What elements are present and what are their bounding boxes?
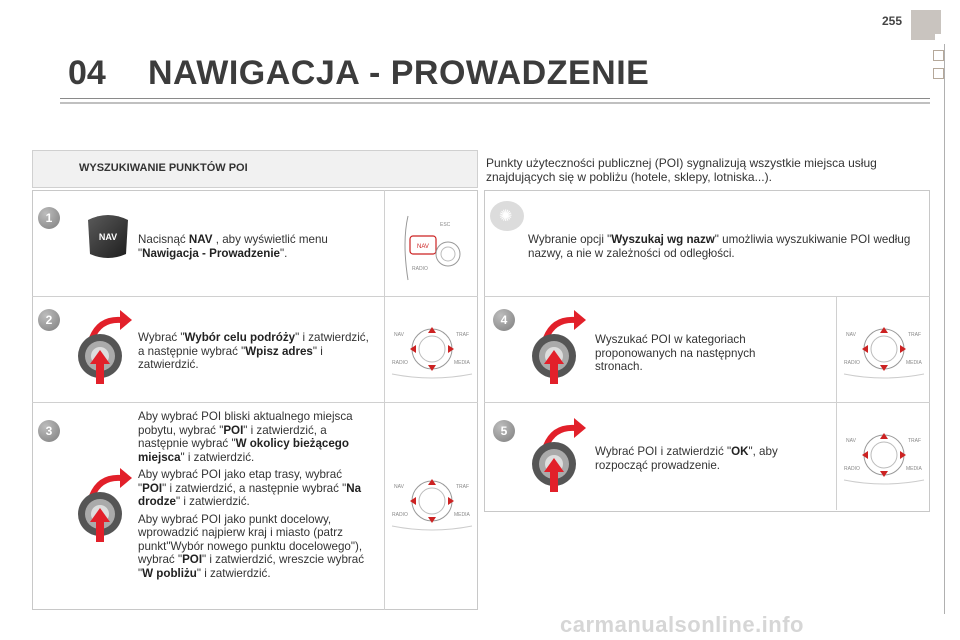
step-3-paragraph-3: Aby wybrać POI jako punkt docelowy, wpro… [138,512,365,580]
rotary-knob-icon [532,418,586,492]
intro-text: Punkty użyteczności publicznej (POI) syg… [486,156,877,184]
svg-text:RADIO: RADIO [392,360,408,366]
side-square-2 [933,68,944,79]
step-badge-2: 2 [38,309,60,331]
header-rule-top [60,98,930,99]
rotary-knob-icon [78,468,132,542]
section-header: WYSZUKIWANIE PUNKTÓW POI [32,150,478,188]
svg-text:MEDIA: MEDIA [454,512,471,518]
step-badge-5: 5 [493,420,515,442]
step-text-4: Wyszukać POI w kategoriach proponowanych… [595,333,756,373]
step-text-5: Wybrać POI i zatwierdzić "OK", aby rozpo… [595,445,778,472]
svg-text:TRAF: TRAF [456,484,469,490]
side-rule [944,44,945,614]
side-square-1 [933,50,944,61]
console-knob-thumbnail: NAV TRAF RADIO MEDIA [391,327,473,379]
left-image-column-divider [384,190,385,610]
nav-button-icon: NAV [88,215,128,258]
right-row-divider-1 [484,296,930,297]
corner-marker [935,34,943,42]
step-text-1: Nacisnąć NAV , aby wyświetlić menu "Nawi… [138,233,328,260]
svg-text:RADIO: RADIO [844,360,860,366]
step-badge-4: 4 [493,309,515,331]
lightbulb-icon: ✺ [490,201,524,231]
row-divider-2 [32,402,478,403]
console-knob-thumbnail: NAV TRAF RADIO MEDIA [391,479,473,531]
rotary-knob-icon [78,310,132,384]
svg-text:TRAF: TRAF [456,332,469,338]
nav-console-thumbnail: NAV ESC RADIO [404,215,461,281]
watermark: carmanualsonline.info [560,612,804,637]
step-text-3: Aby wybrać POI bliski aktualnego miejsca… [138,410,370,580]
step-3-paragraph-2: Aby wybrać POI jako etap trasy, wybrać "… [138,468,362,508]
svg-text:TRAF: TRAF [908,332,921,338]
chapter-number: 04 [68,54,106,92]
right-image-column-divider [836,296,837,510]
section-title: WYSZUKIWANIE PUNKTÓW POI [79,162,248,174]
svg-text:NAV: NAV [417,244,429,250]
svg-text:RADIO: RADIO [412,266,428,272]
svg-text:NAV: NAV [846,438,857,444]
svg-text:NAV: NAV [394,332,405,338]
left-steps-panel [32,190,478,610]
svg-text:NAV: NAV [394,484,405,490]
page-title: NAWIGACJA - PROWADZENIE [148,54,650,92]
console-knob-thumbnail: NAV TRAF RADIO MEDIA [843,327,925,379]
tip-text: Wybranie opcji "Wyszukaj wg nazw" umożli… [528,233,911,260]
svg-text:MEDIA: MEDIA [906,360,923,366]
step-text-2: Wybrać "Wybór celu podróży" i zatwierdzi… [138,331,369,371]
step-badge-1: 1 [38,207,60,229]
svg-text:RADIO: RADIO [392,512,408,518]
svg-text:TRAF: TRAF [908,438,921,444]
nav-button-label: NAV [99,232,117,242]
console-knob-thumbnail: NAV TRAF RADIO MEDIA [843,433,925,485]
svg-text:RADIO: RADIO [844,466,860,472]
row-divider-1 [32,296,478,297]
step-badge-3: 3 [38,420,60,442]
step-3-paragraph-1: Aby wybrać POI bliski aktualnego miejsca… [138,410,353,464]
rotary-knob-icon [532,310,586,384]
svg-text:MEDIA: MEDIA [454,360,471,366]
svg-text:MEDIA: MEDIA [906,466,923,472]
right-row-divider-2 [484,402,930,403]
svg-text:NAV: NAV [846,332,857,338]
svg-text:ESC: ESC [440,222,451,228]
header-rule-bottom [60,102,930,104]
page-number: 255 [881,14,902,28]
